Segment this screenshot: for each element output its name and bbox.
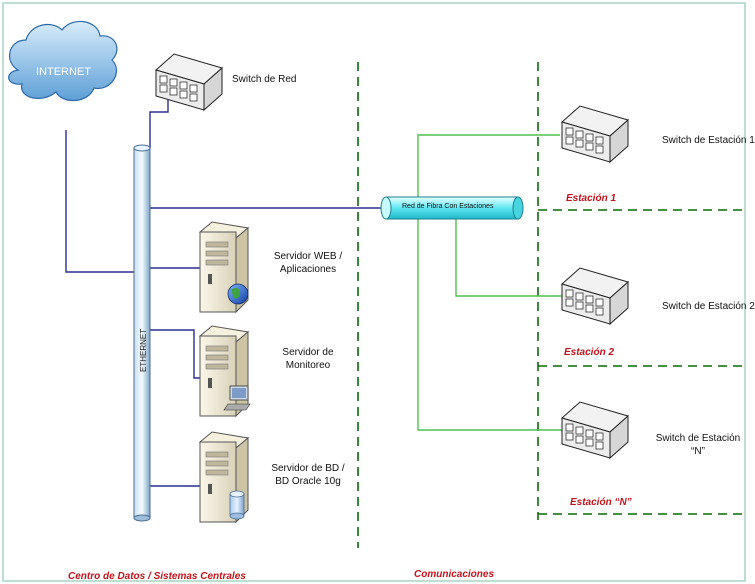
fiber-links: [417, 134, 562, 431]
network-switch-label: Switch de Red: [232, 74, 297, 85]
monitor-icon: [223, 385, 251, 411]
ethernet-backbone: [133, 144, 151, 522]
station-2-switch-label: Switch de Estación 2: [662, 301, 755, 312]
monitoring-server-label-line1: Servidor de: [282, 347, 334, 358]
ethernet-links: [65, 100, 386, 487]
station-1-switch-label: Switch de Estación 1: [662, 135, 755, 146]
internet-cloud-icon: [8, 20, 118, 102]
web-server-label-line2: Aplicaciones: [279, 264, 337, 275]
section-label-communications: Comunicaciones: [414, 569, 495, 580]
database-server-label-line1: Servidor de BD /: [271, 463, 345, 474]
monitoring-server-label-line2: Monitoreo: [285, 360, 331, 371]
web-server-label-line1: Servidor WEB /: [273, 251, 343, 262]
station-n-switch-label: Switch de Estación “N”: [650, 432, 746, 458]
section-label-data-center: Centro de Datos / Sistemas Centrales: [68, 571, 246, 582]
database-icon: [229, 490, 245, 520]
station-n-name: Estación “N”: [570, 497, 632, 508]
station-2-name: Estación 2: [564, 347, 615, 358]
web-server-label: Servidor WEB / Aplicaciones: [258, 250, 358, 276]
station-1-name: Estación 1: [566, 193, 617, 204]
station-n-switch-icon: [561, 401, 629, 459]
monitoring-server-label: Servidor de Monitoreo: [258, 346, 358, 372]
internet-label: INTERNET: [36, 66, 91, 78]
fiber-cylinder: [380, 196, 524, 220]
network-switch-icon: [155, 53, 223, 111]
station-n-switch-label-line1: Switch de Estación: [655, 433, 741, 444]
database-server-label-line2: BD Oracle 10g: [275, 476, 341, 487]
database-server-label: Servidor de BD / BD Oracle 10g: [258, 462, 358, 488]
monitoring-server-icon: [199, 325, 251, 417]
station-2-switch-icon: [561, 267, 629, 325]
station-1-switch-icon: [561, 105, 629, 163]
database-server-icon: [199, 431, 249, 523]
frame: [2, 2, 746, 582]
ethernet-label: ETHERNET: [139, 329, 148, 372]
web-server-icon: [199, 221, 249, 313]
station-n-switch-label-line2: “N”: [691, 446, 705, 457]
fiber-label: Red de Fibra Con Estaciones: [402, 203, 494, 210]
